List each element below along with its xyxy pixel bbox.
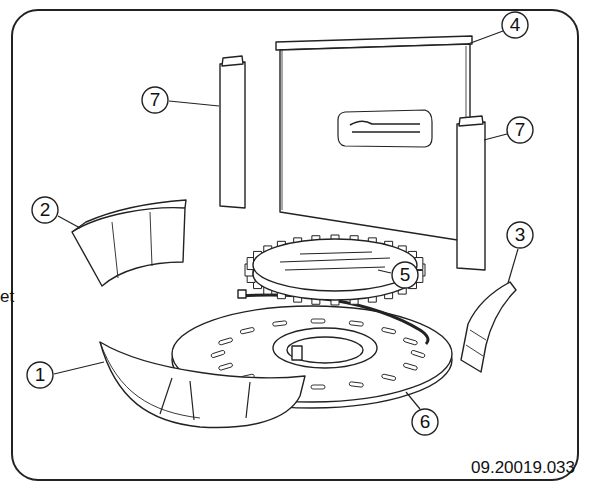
edge-text: et <box>0 287 14 307</box>
callout-number: 6 <box>411 408 439 436</box>
back-panel <box>276 36 472 242</box>
drawing-code: 09.20019.033 <box>471 458 575 478</box>
callout-circle: 3 <box>506 221 534 249</box>
left-brick <box>72 200 186 286</box>
callout-circle: 7 <box>141 86 169 114</box>
callout-circle: 7 <box>506 116 534 144</box>
callout-circle: 6 <box>411 408 439 436</box>
right-bracket <box>461 282 516 372</box>
callout-number: 1 <box>26 361 54 389</box>
grate-wheel <box>245 235 425 305</box>
front-piece <box>100 342 305 428</box>
callout-number: 2 <box>31 196 59 224</box>
callout-number: 7 <box>506 116 534 144</box>
side-strip <box>220 56 245 208</box>
callout-circle: 2 <box>31 196 59 224</box>
callout-circle: 5 <box>391 261 419 289</box>
callout-number: 4 <box>501 11 529 39</box>
callout-number: 3 <box>506 221 534 249</box>
callout-number: 5 <box>391 261 419 289</box>
frame <box>12 10 578 480</box>
leader-lines <box>54 31 518 409</box>
callout-number: 7 <box>141 86 169 114</box>
side-strip <box>457 116 485 270</box>
callout-circle: 1 <box>26 361 54 389</box>
callout-circle: 4 <box>501 11 529 39</box>
